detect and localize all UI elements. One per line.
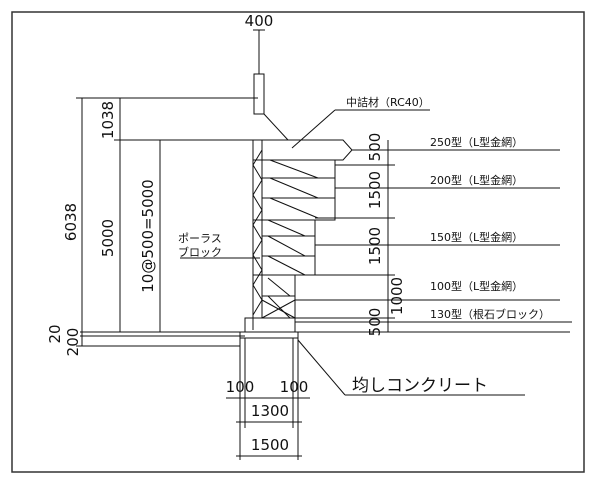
drawing-frame (11, 11, 585, 473)
top-post (253, 73, 265, 115)
dim-100-left: 100 (226, 378, 255, 396)
dim-6038: 6038 (62, 203, 80, 241)
dim-1500-a: 1500 (366, 171, 384, 209)
dim-1500: 1500 (251, 436, 289, 454)
dim-20: 20 (46, 324, 64, 343)
dim-500-bottom: 500 (366, 308, 384, 337)
label-porous-2: ブロック (178, 245, 222, 259)
dim-block-count: 10@500=5000 (139, 179, 157, 292)
label-type-100: 100型（L型金網） (430, 279, 523, 293)
label-porous-1: ポーラス (178, 232, 222, 245)
block-layers (252, 149, 335, 319)
label-backfill: 中詰材（RC40） (346, 95, 430, 109)
dim-1000: 1000 (388, 277, 406, 315)
backfill-slope-line (263, 113, 289, 141)
leveling-concrete-slab (239, 331, 299, 339)
dim-500-top: 500 (366, 133, 384, 162)
dim-1300: 1300 (251, 402, 289, 420)
label-leveling-concrete: 均しコンクリート (352, 376, 488, 396)
leveling-leader (297, 339, 346, 396)
label-type-250: 250型（L型金網） (430, 135, 523, 149)
label-type-130: 130型（根石ブロック） (430, 307, 550, 321)
dim-1500-b: 1500 (366, 227, 384, 265)
dim-100-right: 100 (280, 378, 309, 396)
label-type-200: 200型（L型金網） (430, 173, 523, 187)
dim-5000: 5000 (99, 219, 117, 257)
dim-400: 400 (245, 12, 274, 30)
dim-200: 200 (64, 328, 82, 357)
label-type-150: 150型（L型金網） (430, 230, 523, 244)
dim-1038: 1038 (99, 101, 117, 139)
